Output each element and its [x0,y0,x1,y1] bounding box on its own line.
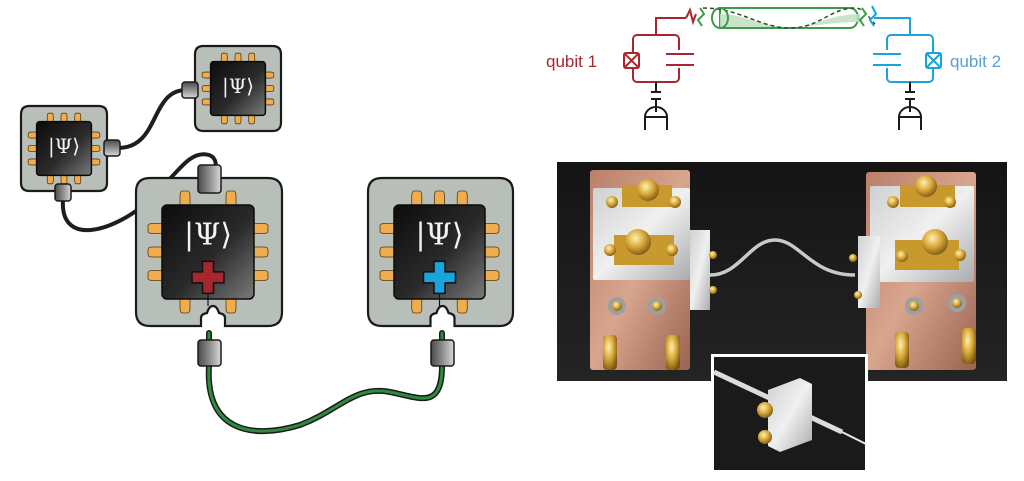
pin-pad [253,270,269,281]
qubit-2-label: qubit 2 [950,52,1001,71]
cable-qubit1-to-qubit2 [207,364,444,433]
pin-pad [74,112,82,122]
pin-pad [179,190,191,206]
pin-pad [248,115,256,125]
pin-pad [179,298,191,314]
pin-pad [265,71,275,79]
pin-pad [91,145,101,152]
photo-coax-cable [709,238,856,277]
connector-qubit2-bottom [430,339,455,367]
right-device [849,172,976,370]
pin-pad [91,158,101,166]
pin-pad [379,223,395,234]
pin-pad [434,190,445,206]
pin-pad [27,145,37,152]
pin-pad [411,190,423,206]
pin-pad [379,270,395,281]
pin-pad [265,98,275,106]
device-photo [557,162,1007,473]
pin-pad [60,112,68,122]
pin-pad [201,71,211,79]
pin-pad [147,270,163,281]
photo-inset [711,354,868,473]
connectors [54,81,455,367]
transmission-line [696,7,876,29]
pin-pad [484,223,500,234]
module-qubit-2: |Ψ⟩ [366,176,515,328]
cables [60,88,445,435]
modules: |Ψ⟩ |Ψ⟩ |Ψ⟩ |Ψ⟩ [19,44,515,328]
qubit-1-circuit [623,7,697,83]
cable-qubit1-to-qubit2-outline [205,363,445,435]
module-small-left: |Ψ⟩ [19,104,109,193]
chip [35,120,93,177]
pin-pad [74,175,82,185]
pin-pad [60,175,68,185]
pin-pad [91,131,101,139]
module-qubit-1: |Ψ⟩ [134,176,284,328]
cable-small-left-to-top [116,88,188,150]
plus-marker-icon [191,260,225,295]
pin-pad [253,223,269,234]
plus-marker-icon [422,260,457,295]
pin-pad [201,85,211,92]
pin-pad [201,98,211,106]
qubit-1-label: qubit 1 [546,52,597,71]
pin-pad [234,52,242,62]
pin-pad [234,115,242,125]
pin-pad [220,115,228,125]
connector-qubit1-bottom [197,339,222,367]
readout-1 [644,82,668,130]
module-small-top: |Ψ⟩ [193,44,283,133]
psi-label: |Ψ⟩ [184,217,232,252]
pin-pad [46,175,54,185]
connector-qubit1-top [197,164,222,194]
pin-pad [253,246,269,258]
pin-pad [27,158,37,166]
pin-pad [411,298,423,314]
pin-pad [456,190,468,206]
circuit-schematic: qubit 1 q [546,5,1001,130]
pin-pad [225,190,237,206]
qubit-2-circuit [868,5,942,83]
pin-pad [248,52,256,62]
chip [209,60,267,117]
pin-pad [484,270,500,281]
pin-pad [27,131,37,139]
connector-small-top-left [181,81,199,99]
pin-pad [456,298,468,314]
pin-pad [225,298,237,314]
psi-label: |Ψ⟩ [222,74,254,99]
pin-pad [147,223,163,234]
pin-pad [379,246,395,258]
pin-pad [147,246,163,258]
left-device [590,170,717,370]
psi-label: |Ψ⟩ [415,217,463,252]
pin-pad [265,85,275,92]
connector-small-left-right [103,139,121,157]
pin-pad [46,112,54,122]
pin-pad [484,246,500,258]
connector-small-left-bottom [54,183,72,202]
psi-label: |Ψ⟩ [48,134,80,159]
pin-pad [220,52,228,62]
readout-2 [898,82,922,130]
